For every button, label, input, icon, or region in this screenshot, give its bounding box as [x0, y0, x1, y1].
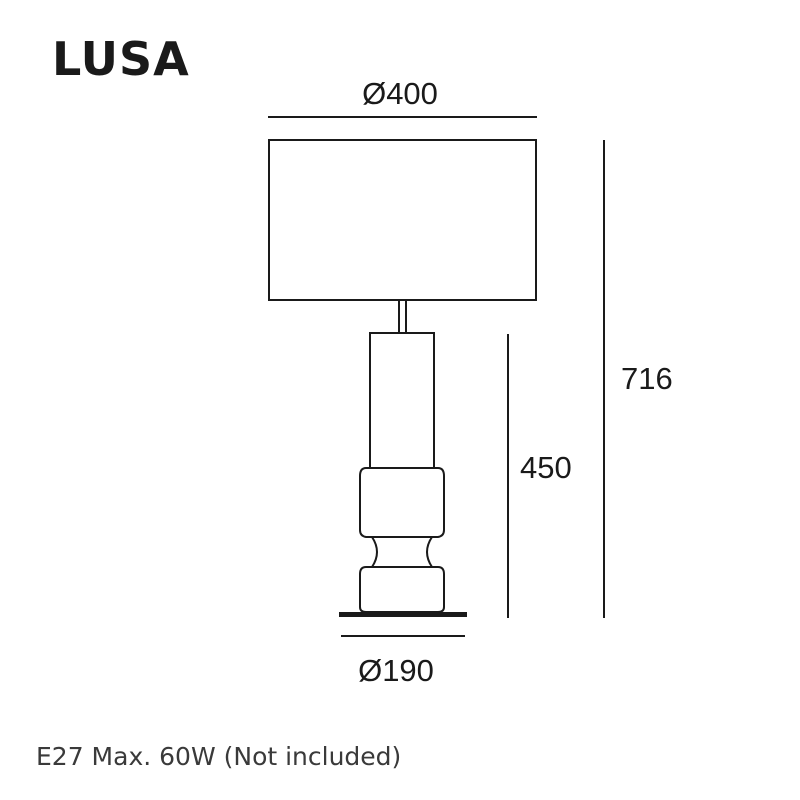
lamp-shade: [268, 139, 537, 301]
lamp-body-middle-section: [359, 467, 445, 538]
base-diameter-label: Ø190: [358, 653, 434, 688]
total-height-label: 716: [621, 361, 673, 396]
base-height-label: 450: [520, 450, 572, 485]
lamp-body-waist: [371, 536, 433, 568]
lamp-body-lower-section: [359, 566, 445, 613]
bulb-spec-text: E27 Max. 60W (Not included): [36, 742, 401, 771]
product-title: LUSA: [52, 32, 190, 86]
shade-diameter-label: Ø400: [362, 76, 438, 111]
lamp-base-plate: [339, 612, 467, 617]
lamp-body-upper-cylinder: [369, 332, 435, 469]
